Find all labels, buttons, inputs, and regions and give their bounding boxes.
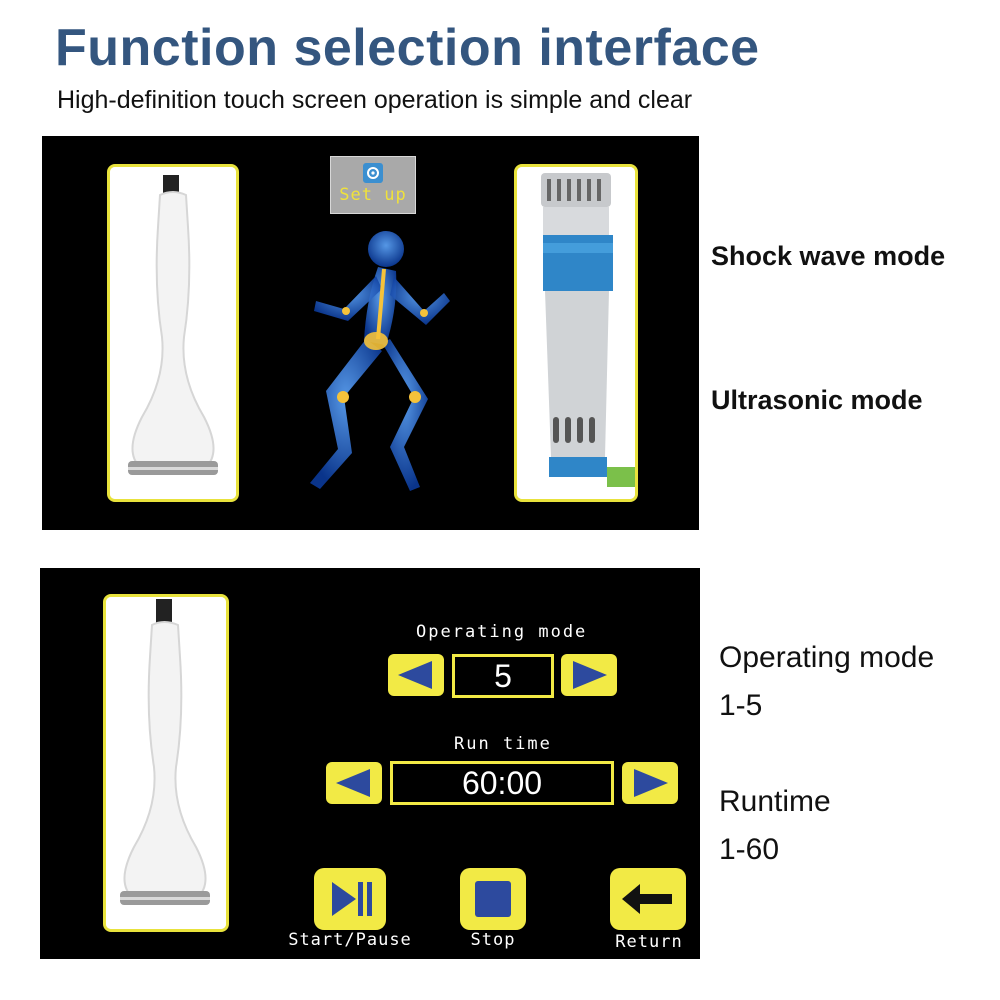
run-time-label: Run time bbox=[454, 734, 552, 754]
ultrasonic-mode-tile[interactable] bbox=[107, 164, 239, 502]
stop-icon bbox=[475, 881, 511, 917]
runtime-annotation: Runtime bbox=[719, 785, 831, 818]
left-arrow-icon bbox=[336, 769, 370, 797]
operating-mode-decrease-button[interactable] bbox=[388, 654, 444, 696]
control-screen: Operating mode 5 Run time 60:00 Start/Pa… bbox=[40, 568, 700, 959]
setup-button[interactable]: Set up bbox=[330, 156, 416, 214]
right-arrow-icon bbox=[573, 661, 607, 689]
start-pause-label: Start/Pause bbox=[288, 930, 412, 950]
shockwave-handpiece-image bbox=[517, 167, 635, 499]
run-time-increase-button[interactable] bbox=[622, 762, 678, 804]
page-subtitle: High-definition touch screen operation i… bbox=[57, 86, 693, 114]
running-figure-image bbox=[310, 231, 450, 491]
ultrasonic-handpiece-image bbox=[110, 167, 236, 499]
stop-label: Stop bbox=[470, 930, 516, 950]
handpiece-preview bbox=[103, 594, 229, 932]
stop-button[interactable] bbox=[460, 868, 526, 930]
operating-mode-range: 1-5 bbox=[719, 689, 763, 722]
right-arrow-icon bbox=[634, 769, 668, 797]
return-label: Return bbox=[615, 932, 683, 952]
ultrasonic-handpiece-image bbox=[106, 597, 226, 929]
left-arrow-icon bbox=[398, 661, 432, 689]
shockwave-mode-tile[interactable] bbox=[514, 164, 638, 502]
operating-mode-increase-button[interactable] bbox=[561, 654, 617, 696]
setup-button-label: Set up bbox=[339, 185, 407, 205]
page-title: Function selection interface bbox=[55, 19, 760, 77]
operating-mode-annotation: Operating mode bbox=[719, 641, 935, 674]
return-arrow-icon bbox=[622, 884, 672, 914]
gear-icon bbox=[363, 163, 383, 183]
shockwave-mode-annotation: Shock wave mode bbox=[711, 241, 946, 271]
play-pause-icon bbox=[332, 882, 372, 916]
mode-selection-screen: Set up bbox=[42, 136, 699, 530]
operating-mode-value: 5 bbox=[452, 654, 554, 698]
return-button[interactable] bbox=[610, 868, 686, 930]
ultrasonic-mode-annotation: Ultrasonic mode bbox=[711, 385, 923, 415]
operating-mode-label: Operating mode bbox=[416, 622, 588, 642]
start-pause-button[interactable] bbox=[314, 868, 386, 930]
run-time-value: 60:00 bbox=[390, 761, 614, 805]
run-time-decrease-button[interactable] bbox=[326, 762, 382, 804]
runtime-range: 1-60 bbox=[719, 833, 780, 866]
